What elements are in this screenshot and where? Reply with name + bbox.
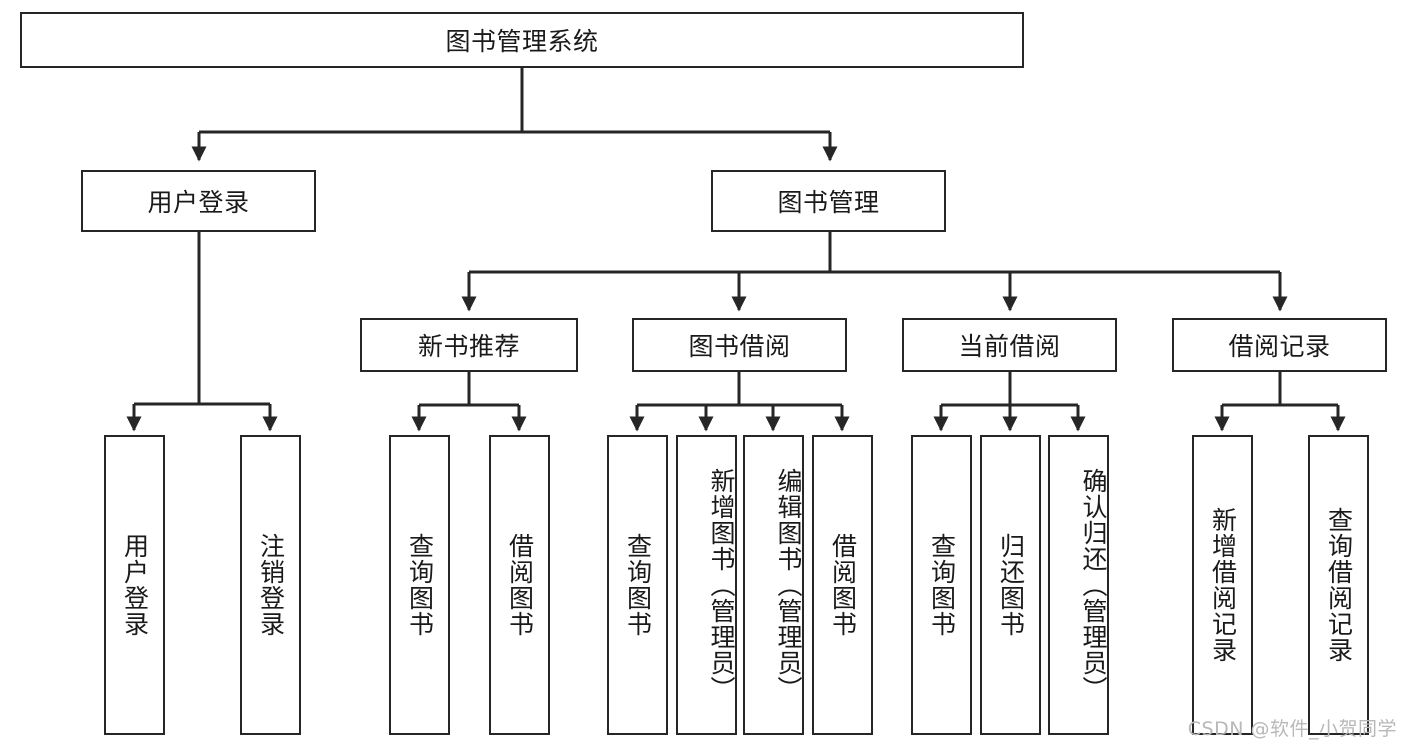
leaf-borrow-add-book-admin[interactable]: 新增图书（管理员）	[676, 435, 737, 735]
leaf-current-confirm-return-admin[interactable]: 确认归还（管理员）	[1048, 435, 1109, 735]
leaf-user-logout[interactable]: 注销登录	[240, 435, 301, 735]
node-root-system[interactable]: 图书管理系统	[20, 12, 1024, 68]
leaf-current-query-book[interactable]: 查询图书	[911, 435, 972, 735]
node-borrow-record[interactable]: 借阅记录	[1172, 318, 1387, 372]
node-current-borrow[interactable]: 当前借阅	[902, 318, 1117, 372]
node-user-login[interactable]: 用户登录	[81, 170, 316, 232]
node-new-book-recommend[interactable]: 新书推荐	[360, 318, 578, 372]
csdn-watermark: CSDN @软件_小贺同学	[1187, 718, 1397, 740]
leaf-record-add-borrow-record[interactable]: 新增借阅记录	[1192, 435, 1253, 735]
node-book-management[interactable]: 图书管理	[711, 170, 946, 232]
leaf-borrow-query-book[interactable]: 查询图书	[607, 435, 668, 735]
leaf-recommend-query-book[interactable]: 查询图书	[389, 435, 450, 735]
leaf-current-return-book[interactable]: 归还图书	[980, 435, 1041, 735]
node-book-borrow[interactable]: 图书借阅	[632, 318, 847, 372]
leaf-record-query-borrow-record[interactable]: 查询借阅记录	[1308, 435, 1369, 735]
leaf-recommend-borrow-book[interactable]: 借阅图书	[489, 435, 550, 735]
leaf-borrow-edit-book-admin[interactable]: 编辑图书（管理员）	[743, 435, 804, 735]
leaf-borrow-borrow-book[interactable]: 借阅图书	[812, 435, 873, 735]
leaf-user-login[interactable]: 用户登录	[104, 435, 165, 735]
